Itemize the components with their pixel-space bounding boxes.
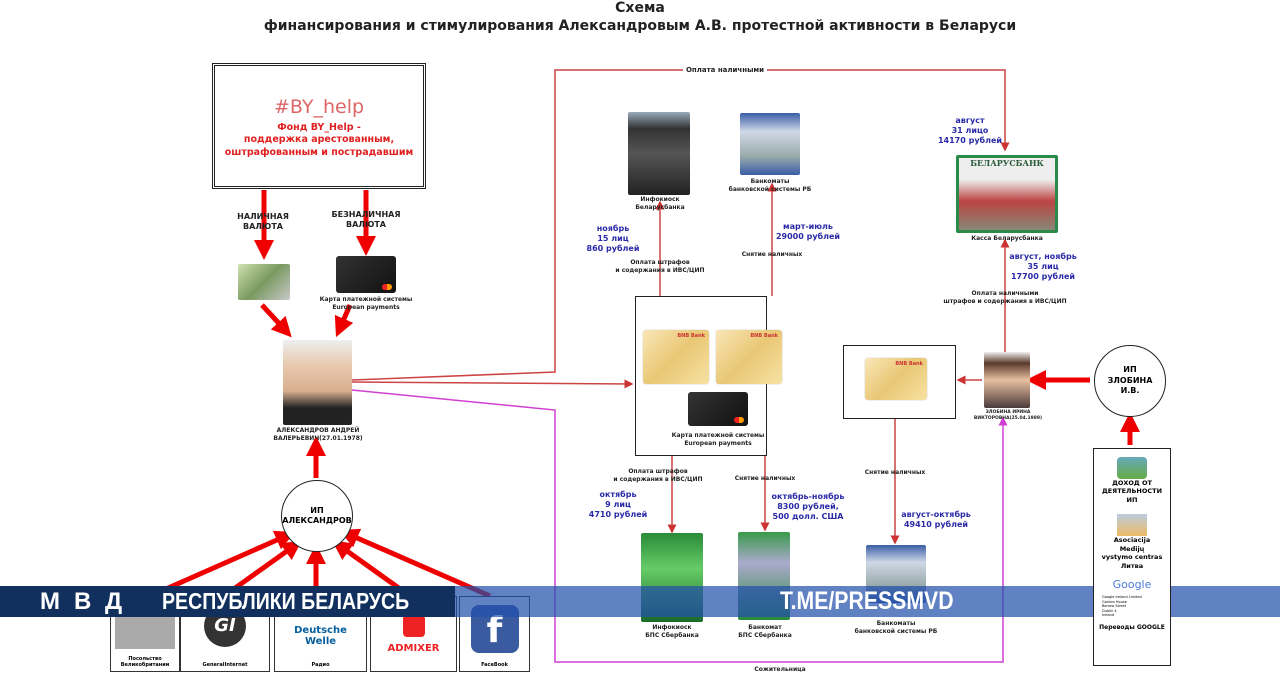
infokiosk-caption: Инфокиоск Беларусбанка: [635, 196, 685, 211]
bank-name: BNB Bank: [677, 333, 705, 339]
zlobina-photo: [984, 352, 1030, 408]
income-label: ДОХОД ОТ ДЕЯТЕЛЬНОСТИ ИП: [1101, 479, 1163, 504]
by-help-fund-box: #BY_help Фонд BY_Help - поддержка аресто…: [212, 63, 426, 189]
aug-oct-amount: август-октябрь 49410 рублей: [901, 510, 971, 529]
noncash-currency-label: БЕЗНАЛИЧНАЯ ВАЛЮТА: [331, 210, 401, 229]
bnb-bank-card: BNB Bank: [865, 358, 927, 400]
sber-kiosk-caption: Инфокиоск БПС Сбербанка: [645, 624, 699, 639]
fines-label-bottom: Оплата штрафов и содержания в ИВС/ЦИП: [613, 468, 703, 483]
google-logo: Google: [1112, 578, 1152, 592]
association-label: Asociacija Medijų vystymo centras Литва: [1101, 536, 1163, 570]
channel-link: T.ME/PRESSMVD: [780, 587, 954, 615]
zlobina-caption: ЗЛОБИНА ИРИНА ВИКТОРОВНА(25.04.1989): [973, 410, 1043, 421]
aleksandrov-caption: АЛЕКСАНДРОВ АНДРЕЙ ВАЛЕРЬЕВИЧ(27.01.1978…: [273, 427, 363, 442]
fines-label-top: Оплата штрафов и содержания в ИВС/ЦИП: [615, 259, 705, 274]
mvd-logo: МВД: [40, 588, 137, 615]
bnb-bank-card: BNB Bank: [643, 330, 709, 384]
source-caption: Радио: [311, 662, 330, 668]
income-icon: [1117, 457, 1147, 479]
bnb-bank-card: BNB Bank: [716, 330, 782, 384]
google-address: Google Ireland Limited Gordon House Barr…: [1102, 595, 1142, 618]
oct-amount: октябрь 9 лиц 4710 рублей: [588, 490, 648, 519]
belarusbank-infokiosk-image: [628, 112, 690, 195]
european-payments-card-icon: [688, 392, 748, 426]
admixer-logo: ADMIXER: [387, 643, 440, 654]
cash-currency-label: НАЛИЧНАЯ ВАЛЮТА: [237, 212, 289, 231]
dw-logo: Deutsche Welle: [294, 625, 347, 647]
aug-nov-amount: август, ноябрь 35 лиц 17700 рублей: [1009, 252, 1077, 281]
cash-payment-label: Оплата наличными: [682, 66, 768, 75]
withdraw-label-right: Снятие наличных: [864, 469, 926, 476]
cash-money-icon: [238, 264, 290, 300]
source-caption: GeneralInternet: [202, 662, 248, 668]
aleksandrov-photo: [283, 340, 352, 425]
withdraw-label-bottom: Снятие наличных: [734, 475, 796, 482]
ip-zlobina-circle: ИП ЗЛОБИНА И.В.: [1094, 345, 1166, 417]
atm-caption-right: Банкоматы банковской системы РБ: [854, 620, 938, 635]
aug-amount: август 31 лицо 14170 рублей: [937, 116, 1003, 145]
cash-fines-label: Оплата наличными штрафов и содержания в …: [943, 290, 1067, 305]
bank-name: BNB Bank: [895, 361, 923, 367]
center-card-caption: Карта платежной системы European payment…: [671, 432, 765, 447]
kassa-caption: Касса Беларусбанка: [971, 235, 1043, 242]
mvd-watermark-banner: МВД РЕСПУБЛИКИ БЕЛАРУСЬ: [0, 586, 455, 617]
ip-aleksandrov-circle: ИП АЛЕКСАНДРОВ: [281, 480, 353, 552]
oct-nov-amount: октябрь-ноябрь 8300 рублей, 500 долл. СШ…: [771, 492, 845, 521]
income-sources-box: ДОХОД ОТ ДЕЯТЕЛЬНОСТИ ИП Asociacija Medi…: [1093, 448, 1171, 666]
withdraw-label-top: Снятие наличных: [741, 251, 803, 258]
belarusbank-cashier-image: БЕЛАРУСБАНК: [956, 155, 1058, 233]
european-payments-card-icon: [336, 256, 396, 293]
card-caption: Карта платежной системы European payment…: [319, 296, 413, 311]
google-transfers-label: Переводы GOOGLE: [1099, 623, 1165, 631]
nov-amount: ноябрь 15 лиц 860 рублей: [586, 224, 640, 253]
source-caption: FaceBook: [481, 662, 508, 668]
source-caption: Посольство Великобритании: [120, 656, 170, 668]
belarusbank-sign: БЕЛАРУСБАНК: [970, 158, 1044, 168]
by-help-hashtag: #BY_help: [273, 96, 365, 118]
atm-image: [740, 113, 800, 175]
diagram-subtitle: финансирования и стимулирования Александ…: [263, 18, 1017, 34]
association-icon: [1117, 514, 1147, 537]
diagram-title: Схема: [615, 0, 665, 16]
by-help-description: Фонд BY_Help - поддержка арестованным, о…: [224, 122, 414, 158]
cohabitant-label: Сожительница: [754, 666, 806, 673]
atm-caption: Банкоматы банковской системы РБ: [728, 178, 812, 193]
sber-atm-caption: Банкомат БПС Сбербанка: [738, 624, 792, 639]
mar-jul-amount: март-июль 29000 рублей: [775, 222, 841, 241]
bank-name: BNB Bank: [750, 333, 778, 339]
republic-text: РЕСПУБЛИКИ БЕЛАРУСЬ: [162, 588, 410, 614]
